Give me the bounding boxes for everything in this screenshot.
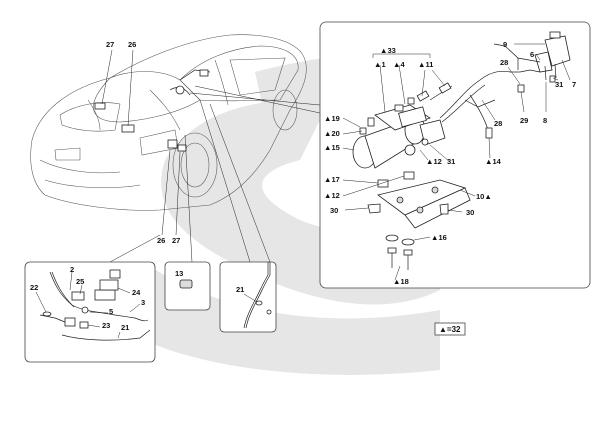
callout-label: ▲17	[324, 175, 340, 184]
callout-label: ▲18	[393, 277, 409, 286]
legend-frame	[434, 322, 466, 336]
callout-label: 25	[76, 277, 84, 286]
callout-label: 23	[102, 321, 110, 330]
callout-label: 24	[132, 288, 141, 297]
callout-label: 26	[128, 40, 136, 49]
callout-label: 6	[530, 50, 534, 59]
part21-detail-frame	[219, 261, 277, 333]
callout-label: 21	[236, 285, 244, 294]
callout-label: 8	[543, 116, 547, 125]
harness-callouts: 2 25 22 24 3 5 23 21	[30, 265, 145, 332]
callout-label-33: ▲33	[380, 46, 396, 55]
callout-label: ▲4	[393, 60, 405, 69]
legend-text: ▲=32	[439, 325, 461, 334]
harness-detail-panel	[24, 261, 156, 363]
main-callouts: ▲33 ▲1 ▲4 ▲11 9 6 28 7 31 29 8 28 ▲19 ▲2…	[324, 40, 576, 286]
main-detail-panel	[319, 21, 591, 289]
part13-detail-panel: 13	[164, 261, 211, 311]
callout-label: 26	[157, 236, 165, 245]
car-outline	[30, 34, 321, 263]
rubber-pad	[377, 179, 389, 188]
callout-label: 27	[172, 236, 180, 245]
callout-label: ▲12	[324, 191, 340, 200]
callout-label: 30	[466, 208, 474, 217]
callout-label: 31	[447, 157, 455, 166]
callout-label: 21	[121, 323, 129, 332]
callout-label: ▲12	[426, 157, 442, 166]
car-module-front	[121, 124, 135, 133]
callout-label: 29	[520, 116, 528, 125]
watermark-bottom-band	[148, 265, 440, 375]
callout-label: 22	[30, 283, 38, 292]
compressor-unit	[352, 97, 446, 169]
callout-label: 31	[555, 80, 563, 89]
callout-label: 30	[330, 206, 338, 215]
callout-label: ▲15	[324, 143, 340, 152]
callout-label: 28	[494, 119, 502, 128]
callout-label: ▲14	[485, 157, 502, 166]
callout-label: ▲20	[324, 129, 340, 138]
part21-detail-panel: 21	[219, 261, 277, 333]
callout-label: 13	[175, 269, 183, 278]
callout-label: ▲16	[431, 233, 447, 242]
callout-label: 3	[141, 298, 145, 307]
mounting-bracket	[377, 179, 471, 229]
reservoir-tank	[493, 31, 571, 93]
callout-label: ▲11	[418, 60, 433, 69]
callout-label: 9	[503, 40, 507, 49]
callout-label: 28	[500, 58, 508, 67]
callout-label: 27	[106, 40, 114, 49]
callout-label: 5	[109, 307, 113, 316]
car-sensor-front	[94, 102, 106, 110]
callout-label: ▲19	[324, 114, 340, 123]
callout-label: ▲1	[374, 60, 386, 69]
callout-label: 10▲	[476, 192, 492, 201]
legend-box: ▲=32	[434, 322, 466, 336]
car-callouts: 27 26 26 27	[101, 40, 180, 263]
callout-label: 2	[70, 265, 74, 274]
callout-label: 7	[572, 80, 576, 89]
